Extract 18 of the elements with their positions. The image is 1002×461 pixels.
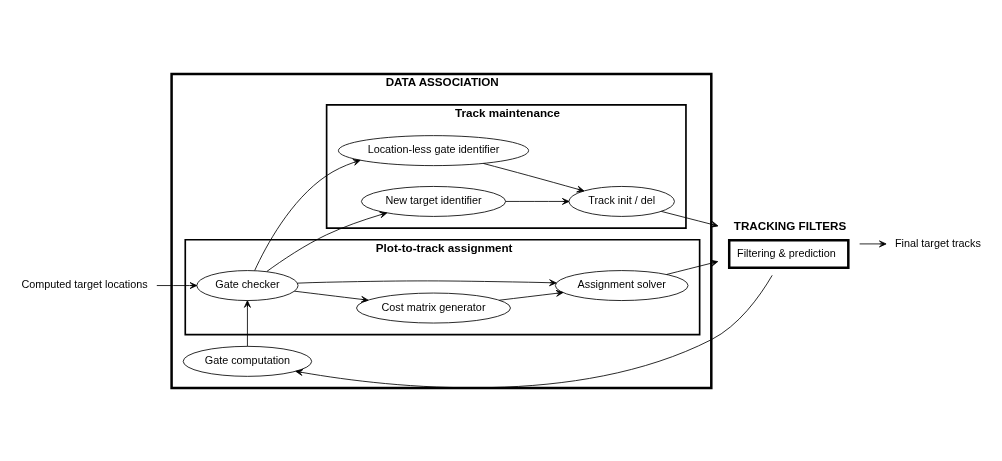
arrow	[660, 210, 719, 228]
arrow	[293, 290, 369, 303]
arrow	[498, 289, 564, 301]
arrow	[295, 274, 773, 388]
arrow	[859, 240, 887, 247]
node-box: Filtering & prediction	[727, 238, 850, 269]
node-ellipse: Gate checker	[196, 269, 299, 301]
arrow	[266, 211, 388, 272]
node-text: Computed target locations	[21, 277, 148, 290]
node-text: Final target tracks	[894, 236, 981, 249]
arrow	[156, 281, 198, 289]
arrow	[296, 278, 557, 286]
arrow	[254, 158, 361, 271]
arrow	[505, 197, 570, 205]
arrow	[244, 299, 251, 347]
node-label: TRACKING FILTERS	[733, 218, 847, 232]
arrow	[482, 162, 585, 192]
arrow	[666, 259, 719, 275]
